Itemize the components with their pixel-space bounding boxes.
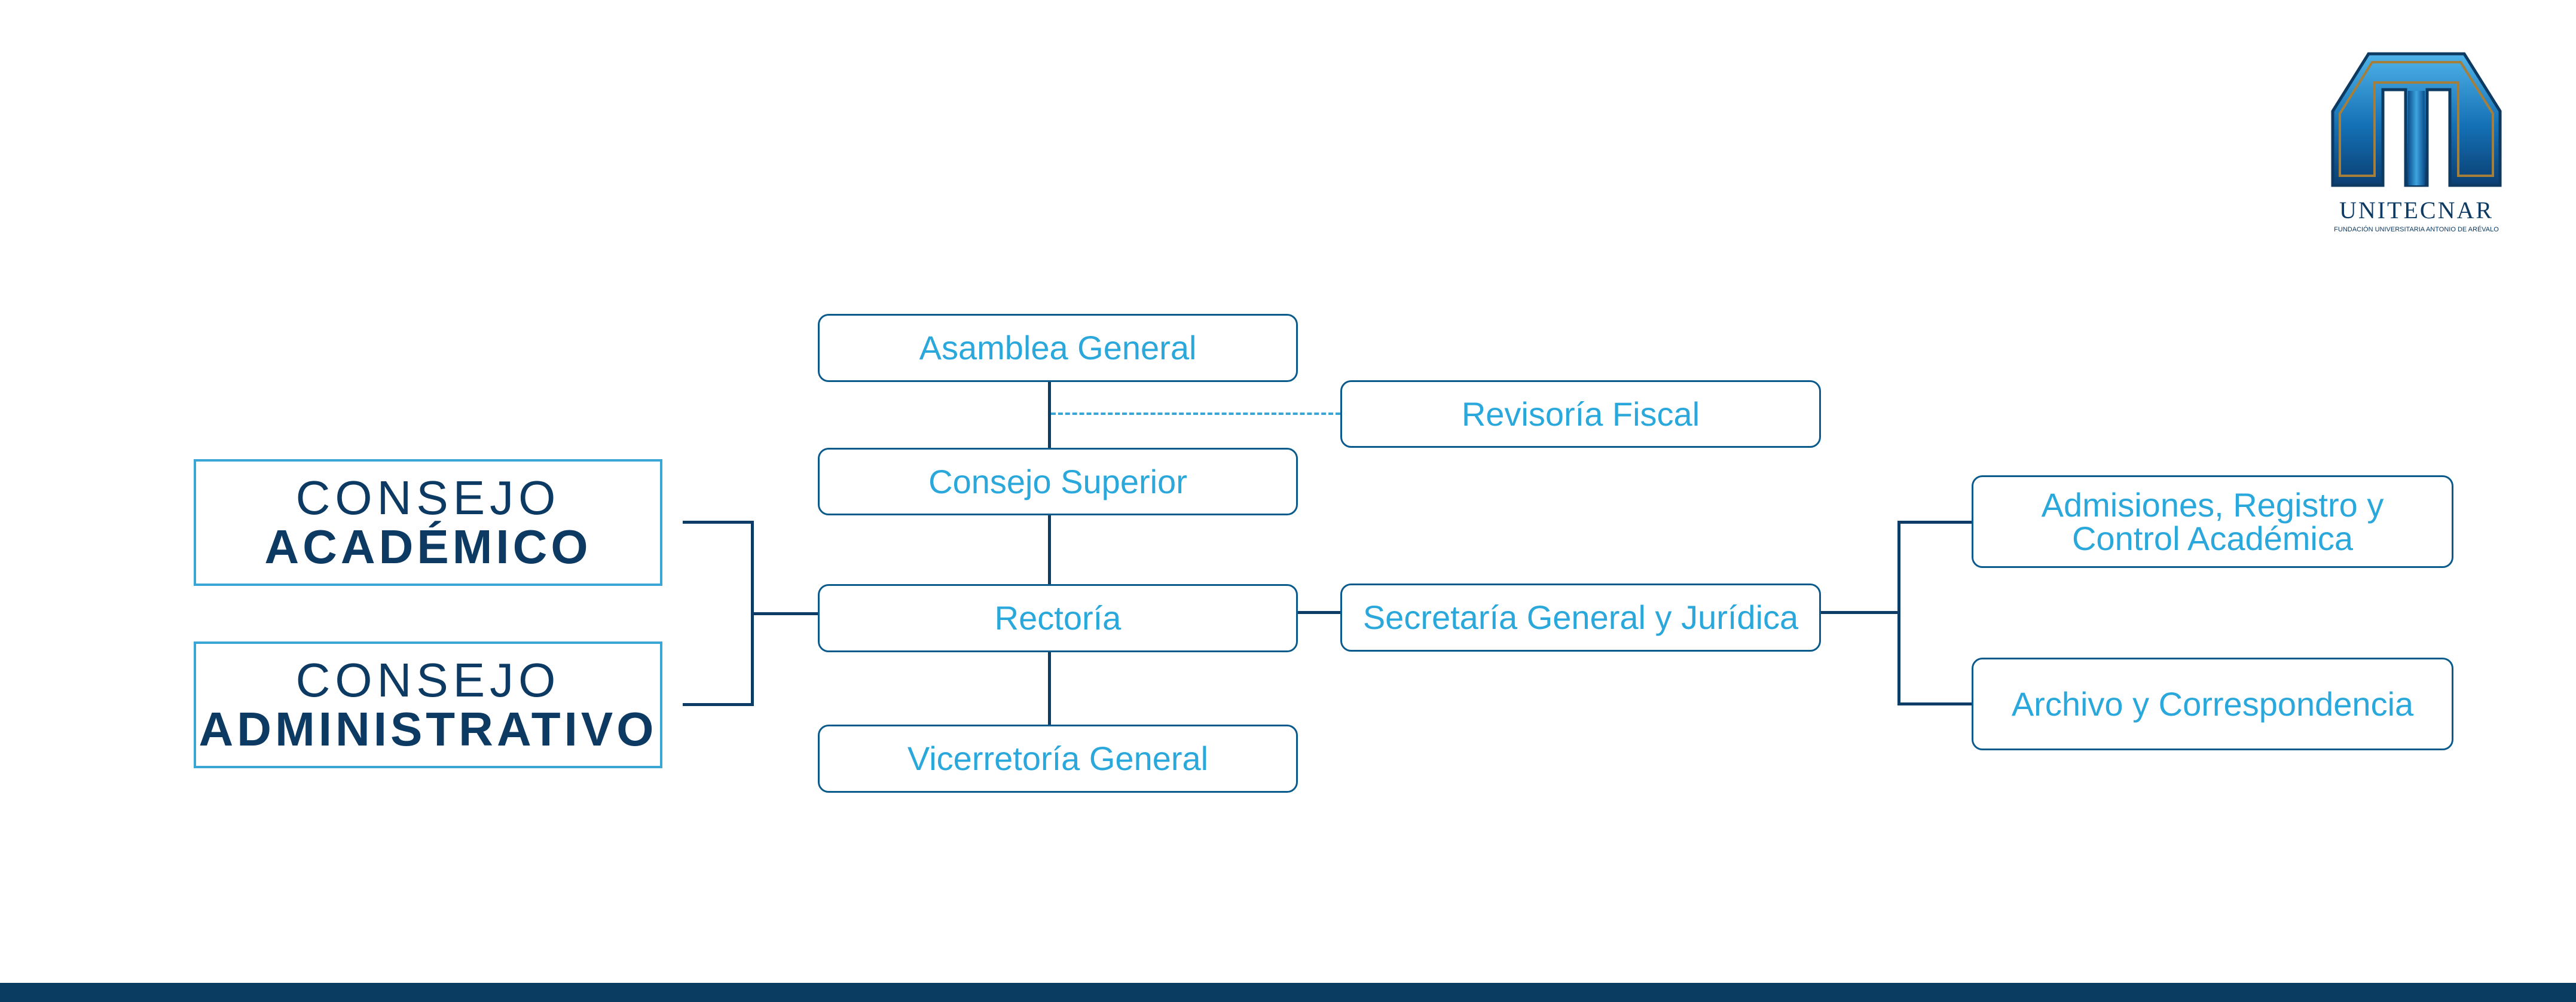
- node-admisiones-registro-label: Admisiones, Registro y Control Académica: [2041, 485, 2384, 557]
- connector-archivo: [1897, 702, 1972, 705]
- consejo-academico-box: CONSEJO ACADÉMICO: [194, 459, 662, 586]
- node-rectoria-label: Rectoría: [994, 599, 1122, 637]
- node-rectoria: Rectoría: [818, 584, 1298, 652]
- connector-administrativo: [683, 703, 753, 706]
- node-vicerrectoria-general-label: Vicerretoría General: [907, 740, 1209, 777]
- node-archivo-correspondencia: Archivo y Correspondencia: [1972, 658, 2453, 750]
- connector-secretaria-out: [1821, 611, 1900, 614]
- node-secretaria-general: Secretaría General y Jurídica: [1340, 584, 1821, 652]
- connector-rectoria-vicerrectoria: [1048, 652, 1051, 725]
- connector-right-vertical: [1897, 521, 1900, 705]
- connector-consejo-rectoria: [1048, 515, 1051, 585]
- node-vicerrectoria-general: Vicerretoría General: [818, 725, 1298, 793]
- unitecnar-emblem-icon: [2331, 52, 2502, 187]
- node-revisoria-fiscal-label: Revisoría Fiscal: [1461, 395, 1700, 433]
- connector-asamblea-consejo: [1048, 381, 1051, 448]
- node-asamblea-general: Asamblea General: [818, 314, 1298, 382]
- connector-academico: [683, 521, 753, 524]
- consejo-academico-line2: ACADÉMICO: [264, 520, 592, 573]
- consejo-administrativo-line2: ADMINISTRATIVO: [198, 702, 658, 756]
- node-secretaria-general-label: Secretaría General y Jurídica: [1362, 598, 1799, 636]
- unitecnar-logo: UNITECNAR FUNDACIÓN UNIVERSITARIA ANTONI…: [2327, 51, 2506, 243]
- consejo-academico-line1: CONSEJO: [295, 471, 561, 524]
- connector-council-to-rectoria: [751, 612, 819, 615]
- footer-bar: [0, 983, 2576, 1002]
- node-consejo-superior: Consejo Superior: [818, 448, 1298, 515]
- logo-subtitle: FUNDACIÓN UNIVERSITARIA ANTONIO DE ARÉVA…: [2334, 226, 2499, 233]
- node-admisiones-registro: Admisiones, Registro y Control Académica: [1972, 475, 2453, 568]
- consejo-administrativo-line1: CONSEJO: [295, 653, 561, 707]
- connector-rectoria-secretaria: [1297, 611, 1342, 614]
- node-archivo-correspondencia-label: Archivo y Correspondencia: [2011, 685, 2414, 723]
- connector-admisiones: [1897, 521, 1972, 524]
- node-asamblea-general-label: Asamblea General: [919, 329, 1197, 366]
- consejo-administrativo-box: CONSEJO ADMINISTRATIVO: [194, 641, 662, 768]
- node-consejo-superior-label: Consejo Superior: [928, 462, 1187, 500]
- logo-name: UNITECNAR: [2339, 197, 2494, 224]
- dashed-connector-revisoria: [1051, 413, 1340, 415]
- node-revisoria-fiscal: Revisoría Fiscal: [1340, 380, 1821, 448]
